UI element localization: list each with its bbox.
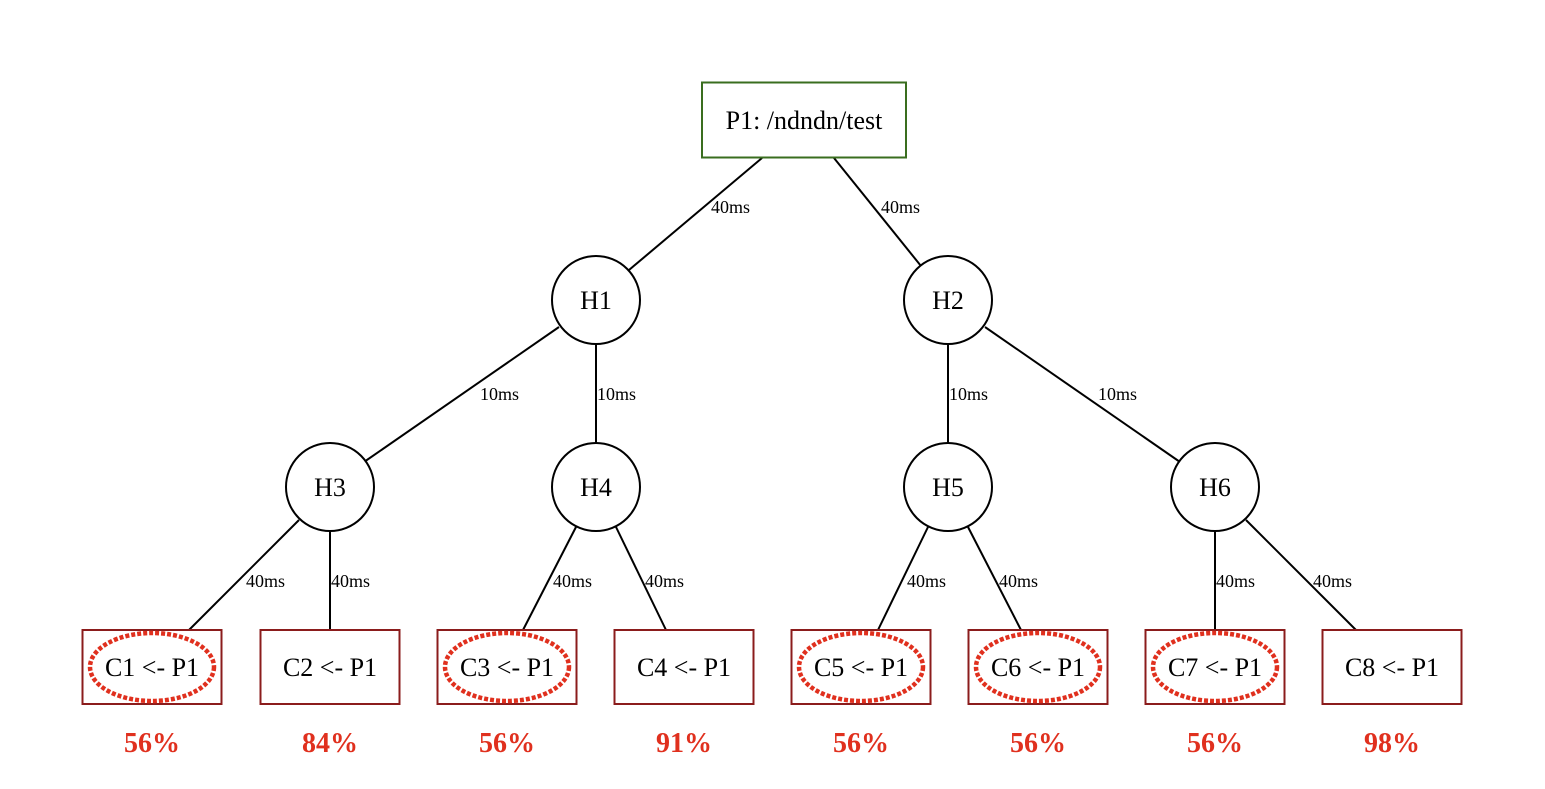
consumer-node-c3: C3 <- P1 [436, 629, 578, 705]
highlight-circle-mark [1150, 630, 1280, 704]
consumer-node-c6: C6 <- P1 [967, 629, 1109, 705]
consumer-label: C8 <- P1 [1345, 653, 1439, 682]
producer-node: P1: /ndndn/test [701, 81, 907, 159]
consumer-label: C5 <- P1 [814, 653, 908, 682]
hub-label: H1 [580, 286, 612, 315]
highlight-circle-mark [796, 630, 926, 704]
consumer-node-c1: C1 <- P1 [81, 629, 223, 705]
edge-h4-c4 [615, 526, 667, 631]
edge-latency-label: 40ms [1313, 571, 1352, 591]
edge-latency-label: 10ms [480, 384, 519, 404]
hub-label: H2 [932, 286, 964, 315]
edge-latency-label: 10ms [949, 384, 988, 404]
edge-labels-layer: 40ms 40ms 10ms 10ms 10ms 10ms 40ms 40ms 40ms 40ms… [246, 197, 1352, 591]
edge-h3-c1 [188, 519, 300, 631]
consumer-label: C7 <- P1 [1168, 653, 1262, 682]
edge-latency-label: 40ms [331, 571, 370, 591]
edge-latency-label: 40ms [999, 571, 1038, 591]
producer-box [701, 81, 907, 159]
hub-node-h2: H2 [903, 255, 993, 345]
consumer-percent: 91% [656, 728, 712, 759]
edge-p1-h2 [833, 157, 922, 267]
edges-layer [188, 157, 1357, 631]
hub-node-h1: H1 [551, 255, 641, 345]
hub-label: H6 [1199, 473, 1231, 502]
consumer-node-c4: C4 <- P1 [613, 629, 755, 705]
hub-circle [551, 442, 641, 532]
hub-circle [1170, 442, 1260, 532]
edge-h1-h3 [363, 326, 560, 463]
hub-node-h4: H4 [551, 442, 641, 532]
consumer-percent: 56% [1187, 728, 1243, 759]
highlight-circle-mark [973, 630, 1103, 704]
hub-node-h5: H5 [903, 442, 993, 532]
consumer-label: C6 <- P1 [991, 653, 1085, 682]
producer-label: P1: /ndndn/test [726, 106, 884, 135]
consumer-label: C4 <- P1 [637, 653, 731, 682]
edge-latency-label: 40ms [1216, 571, 1255, 591]
hub-circle [285, 442, 375, 532]
edge-latency-label: 10ms [597, 384, 636, 404]
hub-label: H3 [314, 473, 346, 502]
consumer-percent: 56% [1010, 728, 1066, 759]
edge-h5-c6 [967, 526, 1022, 631]
consumer-percent: 56% [833, 728, 889, 759]
edge-latency-label: 10ms [1098, 384, 1137, 404]
edge-h5-c5 [877, 526, 929, 631]
hub-node-h3: H3 [285, 442, 375, 532]
hub-circle [903, 255, 993, 345]
consumer-box [259, 629, 401, 705]
consumer-label: C1 <- P1 [105, 653, 199, 682]
consumer-node-c2: C2 <- P1 [259, 629, 401, 705]
consumer-node-c5: C5 <- P1 [790, 629, 932, 705]
edge-h4-c3 [522, 526, 577, 631]
hub-label: H5 [932, 473, 964, 502]
consumer-node-c8: C8 <- P1 [1321, 629, 1463, 705]
hub-label: H4 [580, 473, 612, 502]
highlight-circle-mark [87, 630, 217, 704]
consumer-node-c7: C7 <- P1 [1144, 629, 1286, 705]
consumer-percent: 84% [302, 728, 358, 759]
edge-p1-h1 [628, 157, 763, 271]
highlight-marks-layer [87, 630, 1280, 704]
edge-latency-label: 40ms [711, 197, 750, 217]
hub-circle [903, 442, 993, 532]
edge-latency-label: 40ms [553, 571, 592, 591]
hub-circle [551, 255, 641, 345]
edge-latency-label: 40ms [881, 197, 920, 217]
edge-latency-label: 40ms [907, 571, 946, 591]
consumer-percent: 56% [479, 728, 535, 759]
percent-labels-layer: 56% 84% 56% 91% 56% 56% 56% 98% [124, 728, 1420, 759]
consumer-label: C3 <- P1 [460, 653, 554, 682]
edge-h6-c8 [1245, 519, 1357, 631]
edge-h2-h6 [984, 326, 1181, 463]
hub-node-h6: H6 [1170, 442, 1260, 532]
consumer-box [613, 629, 755, 705]
consumer-box [1321, 629, 1463, 705]
edge-latency-label: 40ms [246, 571, 285, 591]
edge-latency-label: 40ms [645, 571, 684, 591]
consumer-percent: 98% [1364, 728, 1420, 759]
highlight-circle-mark [442, 630, 572, 704]
consumer-percent: 56% [124, 728, 180, 759]
consumer-label: C2 <- P1 [283, 653, 377, 682]
